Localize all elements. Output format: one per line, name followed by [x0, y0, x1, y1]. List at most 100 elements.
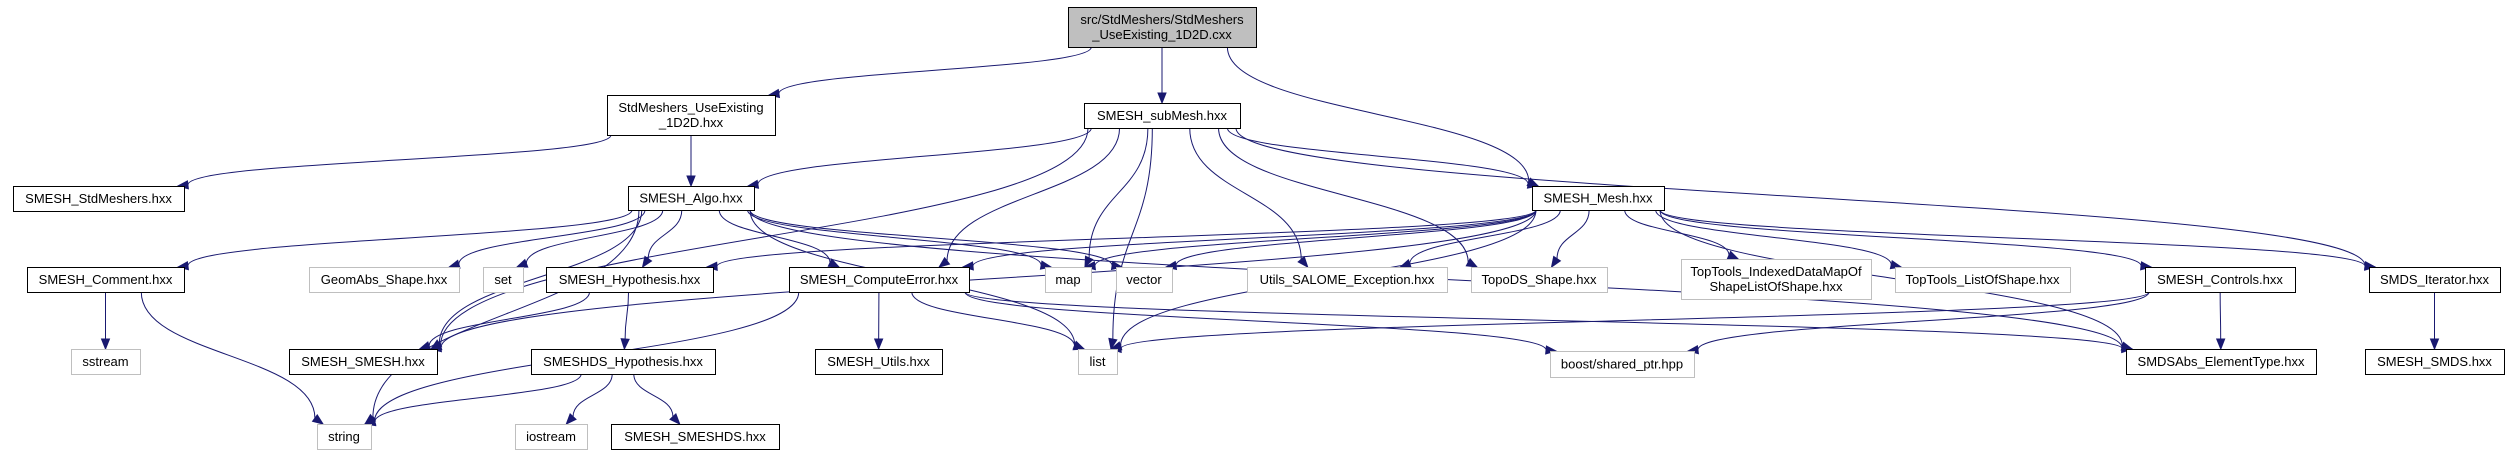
node-label: SMESH_ComputeError.hxx [800, 272, 959, 287]
graph-node-toptoolsidx[interactable]: TopTools_IndexedDataMapOfShapeListOfShap… [1681, 259, 1872, 300]
node-label: SMESH_subMesh.hxx [1097, 108, 1228, 123]
graph-node-smdsabs[interactable]: SMDSAbs_ElementType.hxx [2126, 349, 2317, 375]
edge-line [187, 209, 633, 266]
edge-usex-to-algo [686, 135, 696, 188]
edge-submesh-to-comperr [938, 127, 1121, 268]
graph-node-algo[interactable]: SMESH_Algo.hxx [628, 186, 755, 211]
edge-line [525, 209, 664, 264]
arrowhead-icon [100, 338, 111, 351]
node-label: Utils_SALOME_Exception.hxx [1260, 272, 1435, 287]
graph-node-iostream[interactable]: iostream [515, 424, 588, 450]
node-label: SMESH_Algo.hxx [639, 191, 743, 206]
node-box [317, 424, 372, 450]
edge-submesh-to-mesh [1226, 127, 1540, 189]
arrowhead-icon [2215, 338, 2226, 351]
graph-node-utils[interactable]: SMESH_Utils.hxx [815, 349, 943, 375]
node-label: list [1090, 354, 1106, 369]
node-label: TopoDS_Shape.hxx [1482, 272, 1597, 287]
node-label: set [494, 272, 512, 287]
edge-submesh-to-list [1108, 127, 1153, 351]
graph-node-geomabs[interactable]: GeomAbs_Shape.hxx [309, 267, 460, 293]
edge-line [778, 46, 1092, 94]
edge-algo-to-hyp [641, 209, 683, 269]
edge-line [718, 209, 831, 263]
node-box [1078, 349, 1118, 375]
edge-line [647, 209, 683, 259]
edge-line [946, 127, 1121, 261]
graph-node-toptoolslist[interactable]: TopTools_ListOfShape.hxx [1895, 267, 2071, 293]
graph-node-smeshsmeshds[interactable]: SMESH_SMESHDS.hxx [611, 424, 780, 450]
node-label: SMESH_SMDS.hxx [2377, 354, 2492, 369]
arrowhead-icon [641, 255, 653, 269]
edge-line [187, 134, 612, 186]
graph-node-root[interactable]: src/StdMeshers/StdMeshers_UseExisting_1D… [1068, 7, 1257, 48]
node-box [628, 186, 755, 211]
graph-node-comperr[interactable]: SMESH_ComputeError.hxx [789, 267, 970, 293]
edge-line [972, 209, 1537, 267]
node-box [546, 267, 714, 293]
node-box [309, 267, 460, 293]
graph-node-utilsexc[interactable]: Utils_SALOME_Exception.hxx [1247, 267, 1448, 293]
graph-node-smdsiter[interactable]: SMDS_Iterator.hxx [2369, 267, 2501, 293]
node-box [515, 424, 588, 450]
edge-smeshdshyp-to-string [363, 373, 582, 427]
node-box [1116, 267, 1173, 293]
graph-node-sstream[interactable]: sstream [71, 349, 141, 375]
graph-node-map[interactable]: map [1045, 267, 1092, 293]
graph-node-vector[interactable]: vector [1116, 267, 1173, 293]
graph-node-smeshsmesh[interactable]: SMESH_SMESH.hxx [289, 349, 438, 375]
node-label: SMESH_SMESHDS.hxx [624, 429, 766, 444]
node-label: TopTools_IndexedDataMapOf [1690, 264, 1862, 279]
edge-line [1659, 209, 2142, 267]
node-label: string [328, 429, 360, 444]
edge-line [749, 209, 1113, 266]
edge-root-to-submesh [1157, 47, 1167, 105]
node-box [2369, 267, 2501, 293]
graph-node-smeshdshyp[interactable]: SMESHDS_Hypothesis.hxx [531, 349, 716, 375]
graph-node-submesh[interactable]: SMESH_subMesh.hxx [1084, 103, 1241, 129]
edge-root-to-mesh [1226, 46, 1540, 187]
graph-node-set[interactable]: set [483, 267, 524, 293]
edge-line [1659, 209, 2123, 347]
node-label: _UseExisting_1D2D.cxx [1091, 27, 1232, 42]
graph-node-string[interactable]: string [317, 424, 372, 450]
edge-line [572, 373, 613, 417]
graph-node-list[interactable]: list [1078, 349, 1118, 375]
edge-line [1226, 127, 1529, 185]
graph-node-topods[interactable]: TopoDS_Shape.hxx [1471, 267, 1608, 293]
edge-line [757, 127, 1092, 185]
graph-node-smeshsmds[interactable]: SMESH_SMDS.hxx [2365, 349, 2505, 375]
node-label: TopTools_ListOfShape.hxx [1906, 272, 2060, 287]
edge-line [428, 291, 591, 346]
graph-node-comment[interactable]: SMESH_Comment.hxx [27, 267, 185, 293]
node-box [1247, 267, 1448, 293]
edge-line [1120, 291, 2150, 349]
edge-root-to-usex [767, 46, 1092, 99]
node-label: sstream [82, 354, 128, 369]
edge-line [1094, 209, 1537, 266]
node-box [1045, 267, 1092, 293]
node-label: map [1055, 272, 1080, 287]
node-box [71, 349, 141, 375]
graph-node-hyp[interactable]: SMESH_Hypothesis.hxx [546, 267, 714, 293]
node-box [815, 349, 943, 375]
graph-node-mesh[interactable]: SMESH_Mesh.hxx [1532, 186, 1665, 211]
edge-line [1088, 127, 1149, 258]
arrowhead-icon [873, 338, 884, 351]
graph-node-stdmeshers[interactable]: SMESH_StdMeshers.hxx [13, 186, 185, 212]
graph-node-usex[interactable]: StdMeshers_UseExisting_1D2D.hxx [607, 95, 776, 136]
edge-line [964, 291, 2123, 349]
node-box [789, 267, 970, 293]
edge-submesh-to-algo [746, 127, 1092, 189]
edge-controls-to-boost [1686, 291, 2150, 355]
arrowhead-icon [1084, 255, 1094, 269]
graph-node-controls[interactable]: SMESH_Controls.hxx [2145, 267, 2296, 293]
node-box [2126, 349, 2317, 375]
arrowhead-icon [1726, 250, 1740, 260]
edges-layer [100, 46, 2440, 427]
edge-algo-to-vector [749, 209, 1124, 271]
graph-node-boost[interactable]: boost/shared_ptr.hpp [1550, 351, 1695, 378]
arrowhead-icon [515, 258, 529, 268]
edge-algo-to-map [747, 209, 1053, 270]
